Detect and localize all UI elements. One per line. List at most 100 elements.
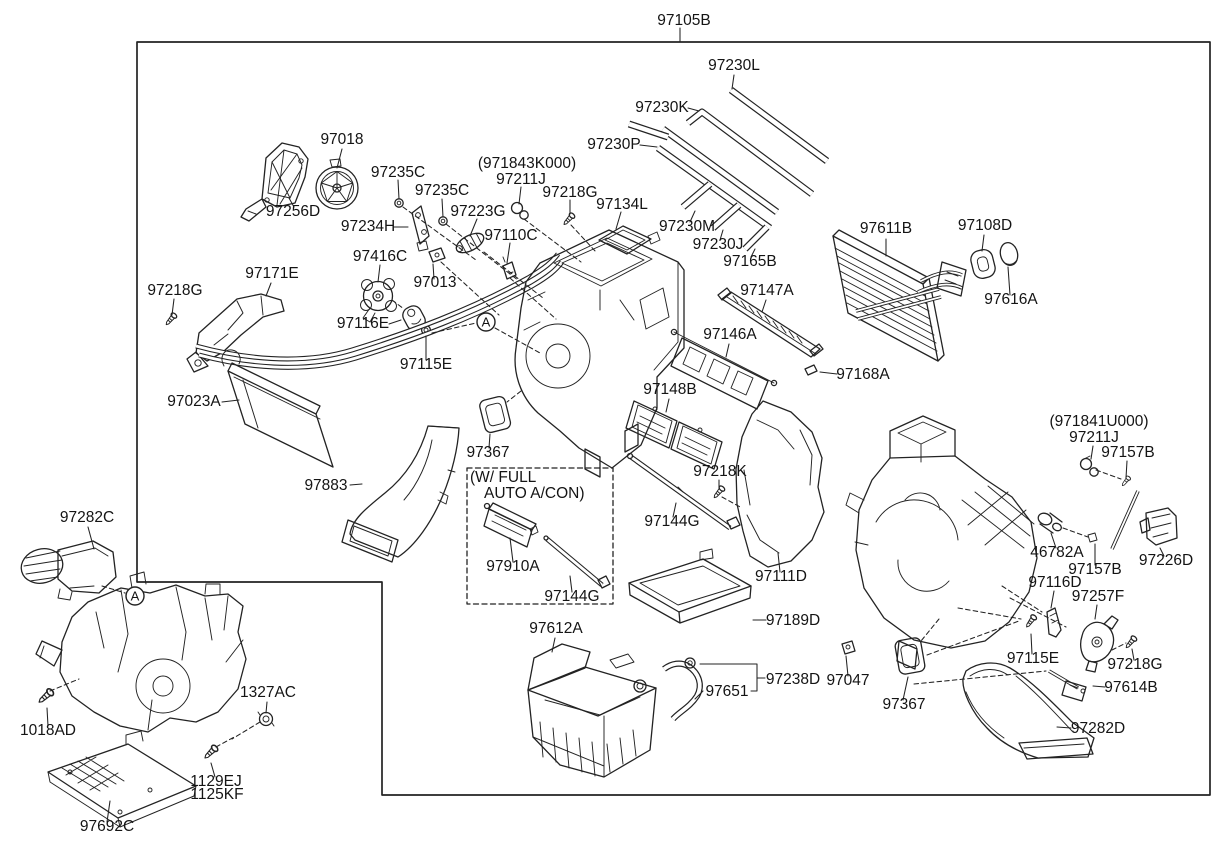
part-97692C-cover xyxy=(47,730,197,828)
part-heater-pipes xyxy=(195,252,564,370)
part-97230L-strip xyxy=(728,87,830,164)
part-label-97146A-29: 97146A xyxy=(703,326,757,343)
part-label-97168A-30: 97168A xyxy=(836,366,890,383)
part-97115E-screw-right xyxy=(1026,614,1038,628)
part-1327AC-nut xyxy=(257,711,275,727)
part-97211J-clip-top xyxy=(510,201,529,220)
part-label-97144G-33: 97144G xyxy=(644,513,699,530)
part-97218G-screw-top xyxy=(563,212,576,225)
part-label-97256D-16: 97256D xyxy=(266,203,320,220)
part-label-97614B-63: 97614B xyxy=(1104,679,1157,696)
part-97116D-lever xyxy=(1046,607,1062,638)
part-97367-grommet-1 xyxy=(479,395,512,434)
part-97144G-blade-option xyxy=(543,535,611,589)
part-label-97226D-58: 97226D xyxy=(1139,552,1193,569)
part-label-97612A-41: 97612A xyxy=(529,620,583,637)
option-group-box xyxy=(466,467,614,605)
part-97023A-heater-core xyxy=(221,349,334,468)
part-label-97171E-20: 97171E xyxy=(245,265,298,282)
part-97226D-actuator xyxy=(1139,507,1178,546)
part-97230M-strip xyxy=(680,181,713,210)
part-97910A-filter xyxy=(483,502,539,548)
part-97616A-pad xyxy=(999,242,1019,266)
part-label-97134L-10: 97134L xyxy=(596,196,648,213)
part-97883-floor-duct xyxy=(341,425,460,563)
part-97230K-strip xyxy=(685,108,815,197)
part-97282D-foot-duct xyxy=(962,662,1095,760)
part-97223G-link xyxy=(455,232,485,254)
part-97147A-grille-bar xyxy=(717,287,824,358)
part-label-97238D-43: 97238D xyxy=(766,671,820,688)
part-label-97116D-59: 97116D xyxy=(1028,574,1081,591)
part-label-97235C-11: 97235C xyxy=(371,164,425,181)
part-label-97211J-54: 97211J xyxy=(1069,429,1119,446)
callout-A-0: A xyxy=(476,312,496,332)
part-97165B-strip xyxy=(742,224,770,252)
part-label-1129EJ-50: 1129EJ xyxy=(190,773,241,790)
part-label-97218G-62: 97218G xyxy=(1107,656,1162,673)
part-46782A-clip xyxy=(1087,532,1098,543)
part-label-97230L-1: 97230L xyxy=(708,57,760,74)
part-label-97230K-2: 97230K xyxy=(635,99,689,116)
part-labels-layer: 97105B97230L97230K97230P97230M97230J9716… xyxy=(20,12,1193,835)
part-label-97230P-3: 97230P xyxy=(587,136,640,153)
part-label-97189D-42: 97189D xyxy=(766,612,820,629)
part-label-97234H-17: 97234H xyxy=(341,218,395,235)
part-97256D-bracket xyxy=(240,142,309,222)
part-97651-drain-hose xyxy=(662,657,703,722)
part-97367-grommet-2 xyxy=(894,637,926,675)
part-label-97910A-39: 97910A xyxy=(486,558,540,575)
part-label-1125KF-51: 1125KF xyxy=(190,786,243,803)
part-label-97115E-61: 97115E xyxy=(1007,650,1059,667)
part-97218G-screw-right xyxy=(1125,635,1138,649)
part-label-97105B-0: 97105B xyxy=(657,12,710,29)
diagram-border xyxy=(136,41,1211,796)
part-97611B-evaporator xyxy=(832,229,967,362)
part-97111D-side-panel xyxy=(735,400,825,568)
svg-text:A: A xyxy=(482,315,491,330)
part-97614B-sensor xyxy=(1048,669,1087,702)
part-label-97651-44: 97651 xyxy=(705,683,748,700)
part-label-97147A-28: 97147A xyxy=(740,282,794,299)
part-label-97111D-34: 97111D xyxy=(755,568,807,585)
part-97218G-screw-left xyxy=(165,312,178,326)
part-label-97018-15: 97018 xyxy=(320,131,363,148)
part-label-97282D-64: 97282D xyxy=(1071,720,1125,737)
part-heater-unit-assembly xyxy=(35,571,247,733)
part-label-97223G-13: 97223G xyxy=(450,203,505,220)
part-97134L-vent-frame xyxy=(598,225,661,255)
assembly-dash-lines xyxy=(49,206,1127,748)
part-label-971843K000-7: (971843K000) xyxy=(478,155,576,172)
part-label-97218G-21: 97218G xyxy=(147,282,202,299)
part-label-46782A-56: 46782A xyxy=(1030,544,1084,561)
part-97013-lever xyxy=(428,247,446,263)
part-label-97367-46: 97367 xyxy=(882,696,925,713)
part-97211J-clip-right xyxy=(1079,455,1099,477)
part-label-1327AC-49: 1327AC xyxy=(240,684,296,701)
part-rear-heater-case xyxy=(845,415,1038,670)
part-97148B-doors xyxy=(625,400,723,470)
part-46782A-cylinder xyxy=(1037,512,1063,534)
part-label-97116E-22: 97116E xyxy=(337,315,389,332)
part-label-97157B-57: 97157B xyxy=(1068,561,1121,578)
part-97235C-nut-1 xyxy=(394,198,404,208)
part-label-97165B-6: 97165B xyxy=(723,253,776,270)
callout-A-1: A xyxy=(125,586,145,606)
part-label-97257F-60: 97257F xyxy=(1072,588,1125,605)
part-97282C-blower xyxy=(20,540,117,601)
part-main-heater-case xyxy=(514,229,685,478)
part-label-97692C-52: 97692C xyxy=(80,818,134,835)
part-label-AUTOACON-38: AUTO A/CON) xyxy=(484,485,584,502)
part-97612A-lower-case xyxy=(527,643,657,778)
part-label-97115E-23: 97115E xyxy=(400,356,452,373)
part-label-97148B-31: 97148B xyxy=(643,381,696,398)
part-label-97211J-8: 97211J xyxy=(496,171,546,188)
part-label-97235C-12: 97235C xyxy=(415,182,469,199)
part-label-97144G-40: 97144G xyxy=(544,588,599,605)
part-label-97611B-25: 97611B xyxy=(860,220,912,237)
part-label-97023A-24: 97023A xyxy=(167,393,221,410)
part-label-97013-19: 97013 xyxy=(413,274,456,291)
part-label-97367-36: 97367 xyxy=(466,444,509,461)
part-97108D-grommet xyxy=(970,249,996,279)
